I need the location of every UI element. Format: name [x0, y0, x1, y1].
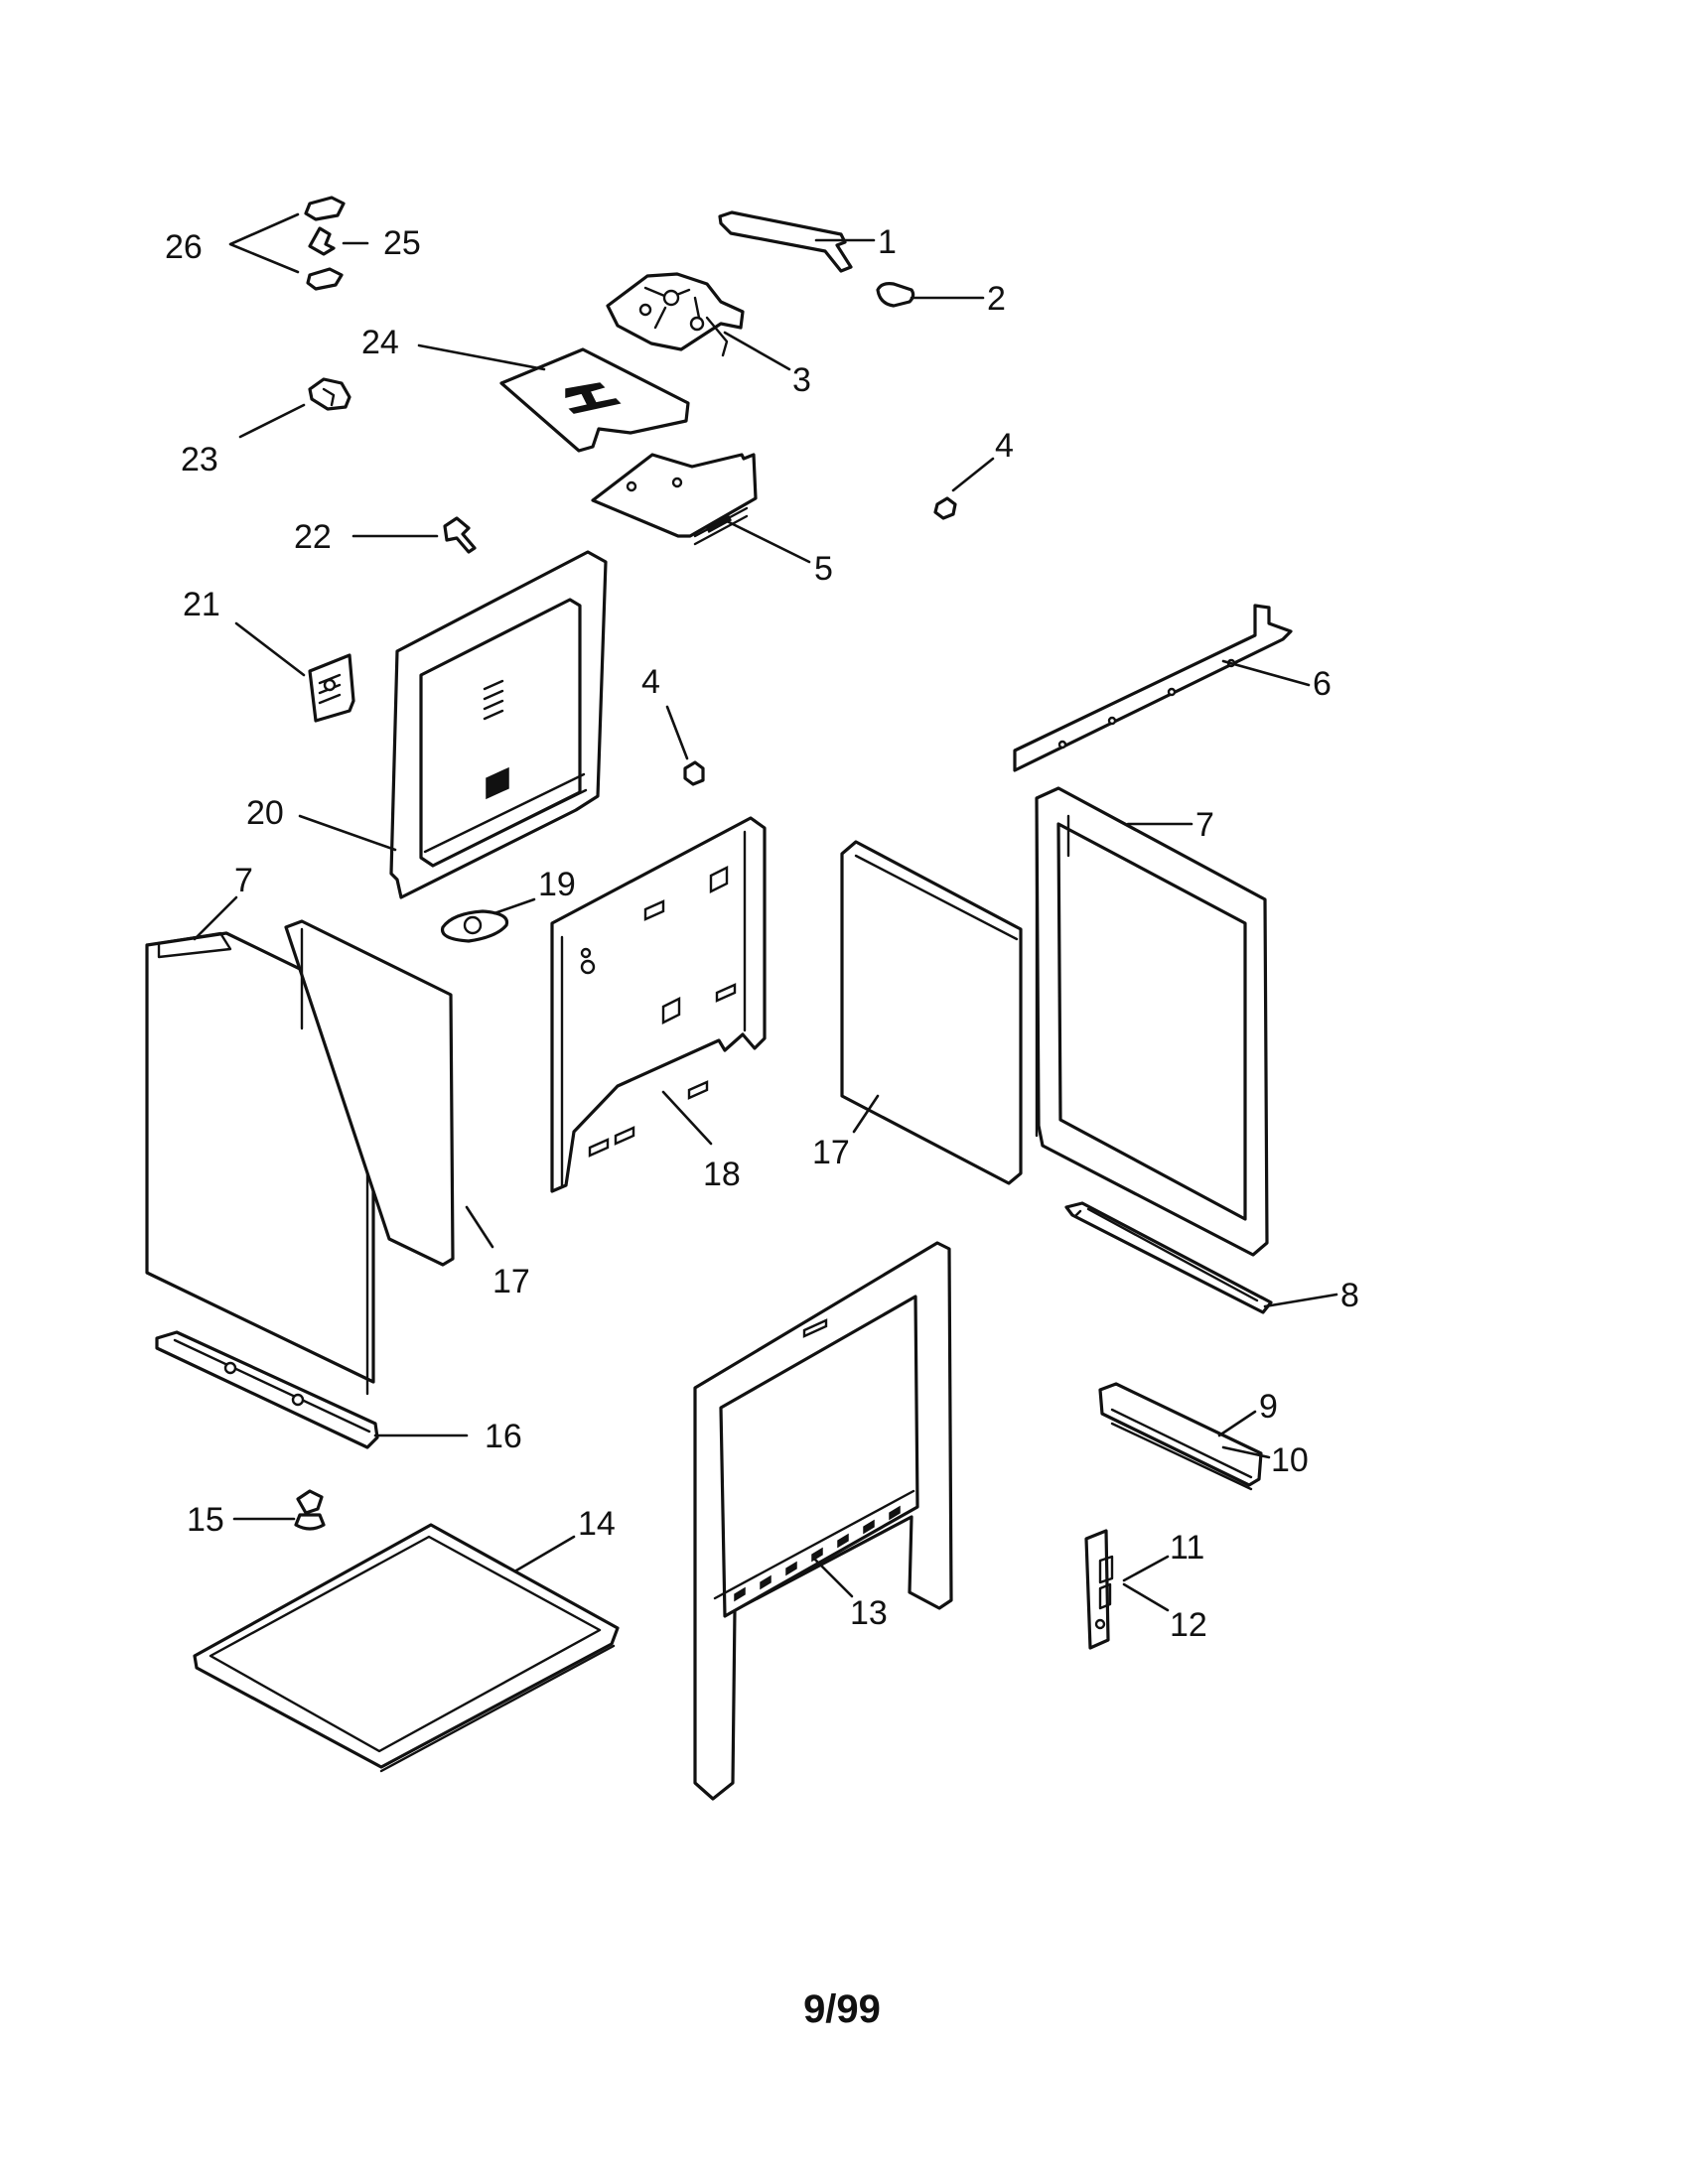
- part-9-10-rail: [1098, 1382, 1263, 1491]
- part-23-switch: [308, 377, 351, 411]
- leader-17-left: [465, 1205, 494, 1249]
- part-1-bracket: [718, 210, 853, 273]
- leader-9: [1217, 1410, 1257, 1437]
- leader-26: [228, 212, 300, 274]
- part-26-gaskets: [304, 196, 346, 291]
- callout-13: 13: [850, 1594, 888, 1632]
- callout-15: 15: [187, 1501, 224, 1539]
- leader-12: [1122, 1582, 1170, 1612]
- callout-12: 12: [1170, 1606, 1207, 1644]
- callout-labels: 1 2 3 4 5 6 4 7 7 8 9 10 11 12 13 14 15 …: [165, 223, 1359, 1644]
- callout-17-right: 17: [812, 1134, 850, 1171]
- callout-10: 10: [1271, 1441, 1309, 1479]
- leader-10: [1221, 1445, 1271, 1459]
- callout-25: 25: [383, 224, 421, 262]
- callout-11: 11: [1170, 1529, 1204, 1567]
- callout-2: 2: [987, 280, 1006, 318]
- leader-14: [514, 1535, 576, 1572]
- leader-18: [661, 1090, 713, 1146]
- callout-4-middle: 4: [641, 663, 660, 701]
- part-20-rear-frame: [389, 550, 608, 899]
- callout-6: 6: [1313, 665, 1332, 703]
- leader-23: [238, 403, 306, 439]
- part-11-12-bracket: [1084, 1529, 1114, 1650]
- part-6-bar: [1013, 604, 1293, 772]
- page-footer-label: 9/99: [803, 1987, 881, 2031]
- part-22-screw: [443, 516, 477, 554]
- callout-7-left: 7: [234, 862, 253, 899]
- callout-1: 1: [878, 223, 897, 261]
- callout-20: 20: [246, 794, 284, 832]
- leader-17-right: [852, 1094, 880, 1134]
- part-2-knob: [876, 282, 915, 308]
- leader-4-upper: [951, 457, 995, 492]
- part-17-left-inner-panel: [284, 919, 455, 1267]
- leader-13: [812, 1557, 854, 1598]
- callout-22: 22: [294, 518, 332, 556]
- part-8-rail: [1064, 1201, 1273, 1314]
- callout-21: 21: [183, 586, 220, 623]
- leader-7-left: [193, 895, 238, 941]
- callout-17-left: 17: [492, 1263, 530, 1300]
- part-21-cover: [308, 653, 355, 723]
- callout-3: 3: [792, 361, 811, 399]
- callout-14: 14: [578, 1505, 616, 1543]
- leader-20: [298, 814, 397, 852]
- leader-6: [1221, 659, 1311, 687]
- callout-26: 26: [165, 228, 203, 266]
- leader-5: [719, 516, 811, 564]
- callout-16: 16: [485, 1418, 522, 1455]
- part-4-grommet-upper: [933, 496, 957, 520]
- callout-19: 19: [538, 866, 576, 903]
- part-14-bottom-tray: [193, 1523, 620, 1773]
- part-24-plate: [499, 347, 690, 453]
- part-16-rail: [155, 1330, 379, 1449]
- part-19-gasket: [440, 909, 509, 943]
- part-3-assembly: [606, 272, 745, 357]
- leader-4-middle: [665, 705, 689, 760]
- callout-24: 24: [361, 324, 399, 361]
- part-17-right-inner-panel: [840, 840, 1023, 1185]
- callout-8: 8: [1340, 1277, 1359, 1314]
- part-5-bracket: [591, 453, 758, 546]
- leader-3: [723, 331, 791, 371]
- leader-21: [234, 621, 306, 677]
- callout-23: 23: [181, 441, 218, 478]
- callout-18: 18: [703, 1156, 741, 1193]
- part-18-rear-panel: [550, 816, 767, 1193]
- part-25-clip: [308, 226, 336, 256]
- callout-5: 5: [814, 550, 833, 588]
- leader-24: [417, 343, 546, 371]
- callout-4-upper: 4: [995, 427, 1014, 465]
- leader-19: [492, 897, 536, 915]
- part-15-leveling-foot: [294, 1489, 326, 1531]
- leader-8: [1263, 1293, 1338, 1308]
- callout-9: 9: [1259, 1388, 1278, 1426]
- leader-11: [1122, 1555, 1170, 1582]
- part-7-right-side-panel: [1035, 786, 1269, 1257]
- part-13-front-frame: [693, 1241, 953, 1801]
- callout-7-right: 7: [1195, 806, 1214, 844]
- part-4-grommet-middle: [683, 760, 705, 786]
